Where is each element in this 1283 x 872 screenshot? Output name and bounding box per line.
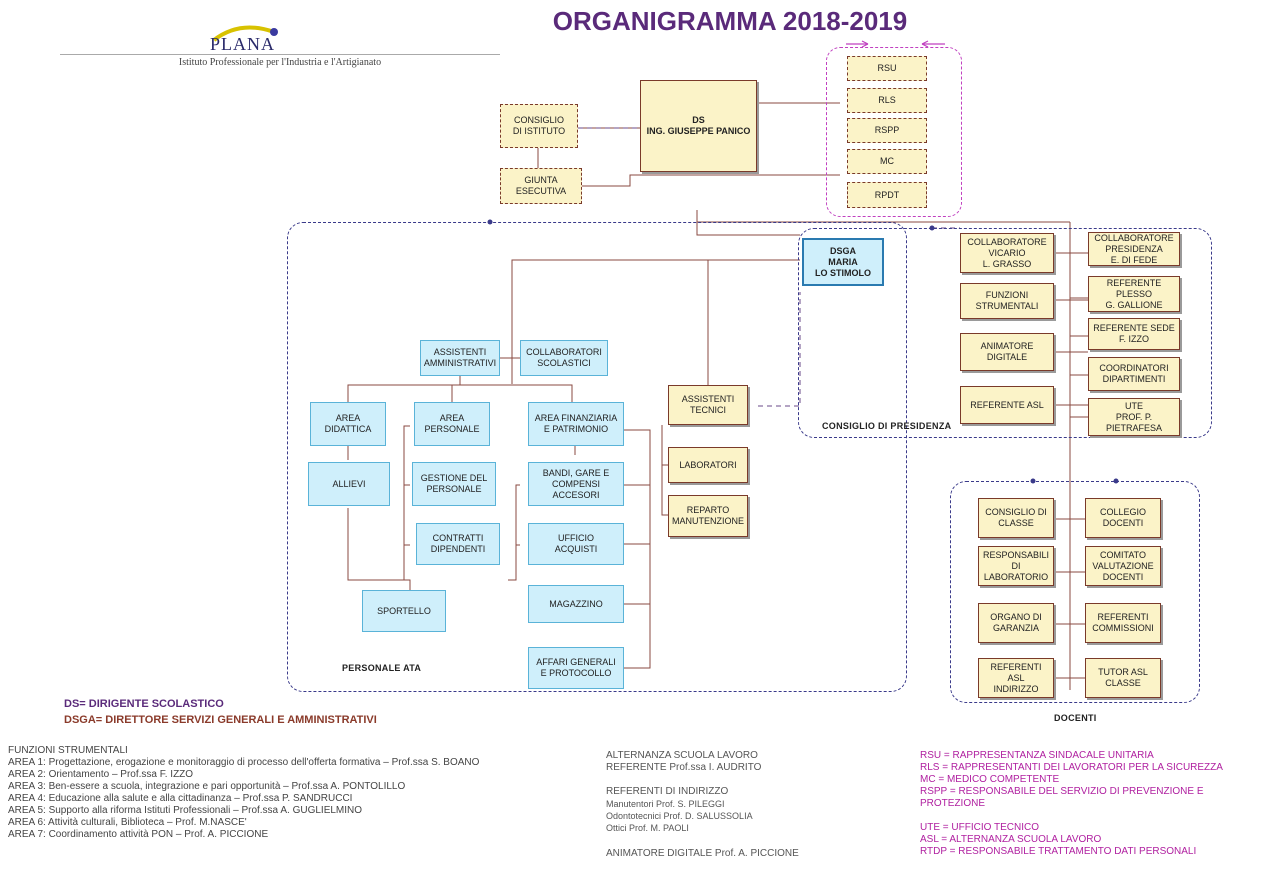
legend-line: AREA 4: Educazione alla salute e alla ci…	[8, 793, 353, 804]
abbrev-ds: DS= DIRIGENTE SCOLASTICO	[64, 698, 224, 710]
node-organo-garanzia: ORGANO DI GARANZIA	[978, 603, 1054, 643]
node-collegio-docenti: COLLEGIO DOCENTI	[1085, 498, 1161, 538]
node-referente-sede: REFERENTE SEDE F. IZZO	[1088, 318, 1180, 350]
node-collaboratore-vicario: COLLABORATORE VICARIO L. GRASSO	[960, 233, 1054, 273]
node-dsga: DSGA MARIA LO STIMOLO	[802, 238, 884, 286]
legend-line: AREA 1: Progettazione, erogazione e moni…	[8, 757, 480, 768]
logo-subtitle: Istituto Professionale per l'Industria e…	[60, 54, 500, 68]
node-area-didattica: AREA DIDATTICA	[310, 402, 386, 446]
node-consiglio-istituto: CONSIGLIO DI ISTITUTO	[500, 104, 578, 148]
node-laboratori: LABORATORI	[668, 447, 748, 483]
node-animatore-digitale: ANIMATORE DIGITALE	[960, 333, 1054, 371]
node-tutor-asl: TUTOR ASL CLASSE	[1085, 658, 1161, 698]
region-personale-ata	[287, 222, 907, 692]
legend-line: ASL = ALTERNANZA SCUOLA LAVORO	[920, 834, 1102, 845]
legend-line: RTDP = RESPONSABILE TRATTAMENTO DATI PER…	[920, 846, 1197, 857]
node-referenti-asl-indirizzo: REFERENTI ASL INDIRIZZO	[978, 658, 1054, 698]
legend-line: UTE = UFFICIO TECNICO	[920, 822, 1039, 833]
node-rsu: RSU	[847, 56, 927, 81]
node-allievi: ALLIEVI	[308, 462, 390, 506]
region-sicurezza	[826, 47, 962, 217]
node-ds: DS Ing. GIUSEPPE PANICO	[640, 80, 757, 172]
node-funzioni-strumentali: FUNZIONI STRUMENTALI	[960, 283, 1054, 319]
node-consiglio-classe: CONSIGLIO DI CLASSE	[978, 498, 1054, 538]
node-sportello: SPORTELLO	[362, 590, 446, 632]
legend-line: RLS = RAPPRESENTANTI DEI LAVORATORI PER …	[920, 762, 1223, 773]
node-bandi: BANDI, GARE E COMPENSI ACCESORI	[528, 462, 624, 506]
school-logo: PLANA Istituto Professionale per l'Indus…	[60, 20, 500, 68]
legend-line: Odontotecnici Prof. D. SALUSSOLIA	[606, 811, 753, 821]
logo-swoosh-icon	[212, 25, 278, 42]
legend-line: Ottici Prof. M. PAOLI	[606, 823, 689, 833]
legend-line: AREA 7: Coordinamento attività PON – Pro…	[8, 829, 269, 840]
region-consiglio-presidenza	[798, 228, 1212, 438]
node-referenti-commissioni: REFERENTI COMMISSIONI	[1085, 603, 1161, 643]
node-rls: RLS	[847, 88, 927, 113]
page-title: ORGANIGRAMMA 2018-2019	[552, 6, 908, 36]
label-docenti: DOCENTI	[1054, 713, 1097, 723]
legend-line: AREA 6: Attività culturali, Biblioteca –…	[8, 817, 247, 828]
node-referente-asl: REFERENTE ASL	[960, 386, 1054, 424]
node-collaboratore-presidenza: COLLABORATORE PRESIDENZA E. DI FEDE	[1088, 232, 1180, 266]
node-assistenti-amministrativi: ASSISTENTI AMMINISTRATIVI	[420, 340, 500, 376]
legend-funzioni-strumentali: FUNZIONI STRUMENTALI AREA 1: Progettazio…	[8, 745, 479, 841]
legend-line: MC = MEDICO COMPETENTE	[920, 774, 1060, 785]
node-contratti: CONTRATTI DIPENDENTI	[416, 523, 500, 565]
region-docenti	[950, 481, 1200, 703]
legend-line: FUNZIONI STRUMENTALI	[8, 745, 128, 756]
legend-line: REFERENTE Prof.ssa I. AUDRITO	[606, 762, 762, 773]
legend-line: PROTEZIONE	[920, 798, 986, 809]
legend-line: RSU = RAPPRESENTANZA SINDACALE UNITARIA	[920, 750, 1154, 761]
legend-line: RSPP = RESPONSABILE DEL SERVIZIO DI PREV…	[920, 786, 1204, 797]
label-consiglio-presidenza: CONSIGLIO DI PRESIDENZA	[822, 421, 952, 431]
abbrev-dsga: DSGA= DIRETTORE SERVIZI GENERALI E AMMIN…	[64, 714, 377, 726]
node-affari-generali: AFFARI GENERALI E PROTOCOLLO	[528, 647, 624, 689]
legend-line: Manutentori Prof. S. PILEGGI	[606, 799, 725, 809]
legend-right: RSU = RAPPRESENTANZA SINDACALE UNITARIA …	[920, 750, 1223, 858]
node-coordinatori-dipartimenti: COORDINATORI DIPARTIMENTI	[1088, 357, 1180, 391]
legend-line: REFERENTI DI INDIRIZZO	[606, 786, 729, 797]
legend-middle: ALTERNANZA SCUOLA LAVORO REFERENTE Prof.…	[606, 750, 799, 860]
node-ute: UTE PROF. P. PIETRAFESA	[1088, 398, 1180, 436]
node-collaboratori-scolastici: COLLABORATORI SCOLASTICI	[520, 340, 608, 376]
node-area-personale: AREA PERSONALE	[414, 402, 490, 446]
node-gestione-personale: GESTIONE DEL PERSONALE	[412, 462, 496, 506]
node-magazzino: MAGAZZINO	[528, 585, 624, 623]
node-ufficio-acquisti: UFFICIO ACQUISTI	[528, 523, 624, 565]
node-comitato-valutazione: COMITATO VALUTAZIONE DOCENTI	[1085, 546, 1161, 586]
node-referente-plesso: REFERENTE PLESSO G. GALLIONE	[1088, 276, 1180, 312]
legend-line: ANIMATORE DIGITALE Prof. A. PICCIONE	[606, 848, 799, 859]
node-reparto-manutenzione: REPARTO MANUTENZIONE	[668, 495, 748, 537]
logo-name: PLANA	[210, 34, 276, 54]
node-mc: MC	[847, 149, 927, 174]
legend-line: AREA 3: Ben-essere a scuola, integrazion…	[8, 781, 406, 792]
node-area-finanziaria: AREA FINANZIARIA E PATRIMONIO	[528, 402, 624, 446]
legend-line: AREA 2: Orientamento – Prof.ssa F. IZZO	[8, 769, 194, 780]
node-giunta: GIUNTA ESECUTIVA	[500, 168, 582, 204]
node-responsabili-laboratorio: RESPONSABILI DI LABORATORIO	[978, 546, 1054, 586]
node-rpdt: RPDT	[847, 182, 927, 208]
legend-line: ALTERNANZA SCUOLA LAVORO	[606, 750, 758, 761]
label-personale-ata: PERSONALE ATA	[342, 663, 422, 673]
node-rspp: RSPP	[847, 118, 927, 143]
legend-line: AREA 5: Supporto alla riforma Istituti P…	[8, 805, 363, 816]
node-assistenti-tecnici: ASSISTENTI TECNICI	[668, 385, 748, 425]
